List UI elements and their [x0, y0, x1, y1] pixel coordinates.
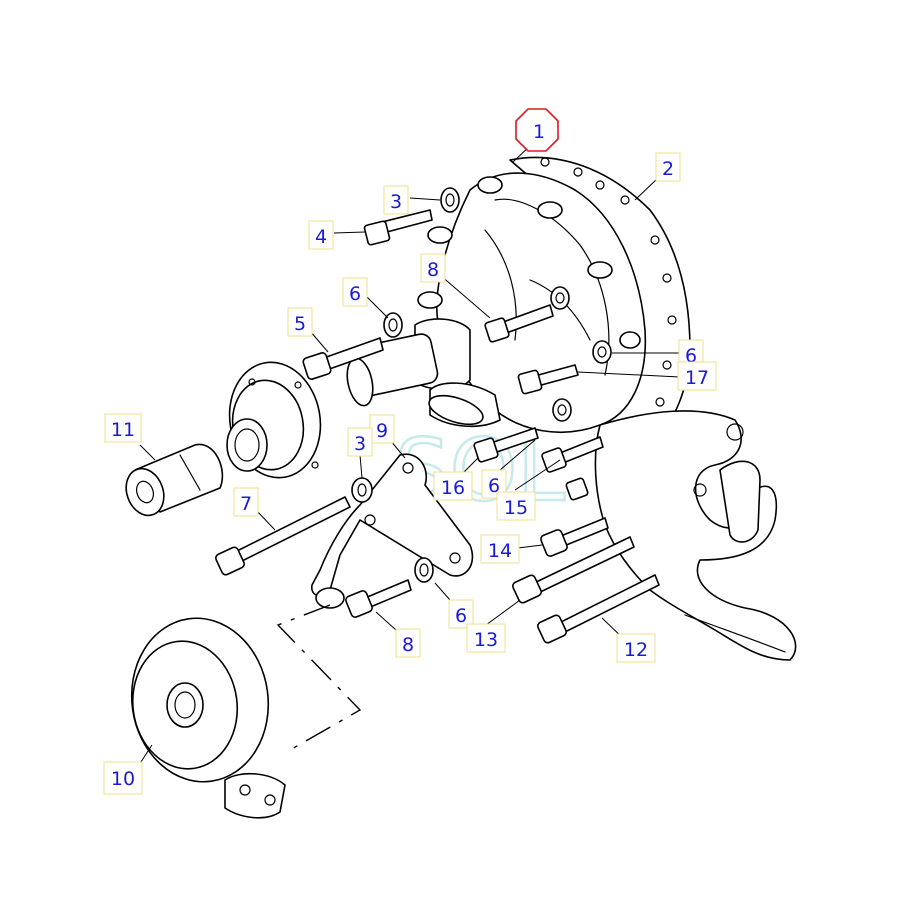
bolt-7	[214, 496, 351, 576]
callout-9[interactable]: 9	[369, 414, 395, 444]
drive-flange	[226, 361, 322, 479]
callout-2[interactable]: 2	[655, 152, 681, 182]
callout-8[interactable]: 8	[395, 628, 421, 658]
bolt-5	[302, 337, 384, 380]
callout-label: 8	[427, 259, 439, 281]
bolt-8-upper	[484, 304, 554, 343]
callout-label: 2	[662, 158, 674, 180]
washer-6-right	[550, 286, 612, 364]
stud-17	[517, 364, 579, 395]
water-pump-housing	[346, 172, 647, 433]
callout-label: 12	[624, 639, 648, 661]
callout-10[interactable]: 10	[103, 761, 143, 795]
callout-15[interactable]: 15	[496, 491, 536, 521]
callout-label: 15	[504, 497, 528, 519]
callout-1[interactable]: 1	[515, 108, 559, 152]
callout-17[interactable]: 17	[677, 361, 717, 391]
washer-3-lower	[351, 477, 373, 503]
bolt-8-lower	[345, 579, 412, 618]
fasteners	[214, 187, 660, 644]
callout-label: 13	[474, 629, 498, 651]
bolt-12	[536, 574, 660, 644]
callout-11[interactable]: 11	[104, 413, 142, 443]
callout-label: 9	[376, 420, 388, 442]
callout-5[interactable]: 5	[287, 307, 313, 337]
callout-label: 6	[455, 605, 467, 627]
callout-label: 3	[390, 191, 402, 213]
pulley	[130, 617, 286, 819]
callout-3[interactable]: 3	[347, 427, 373, 457]
callout-label: 4	[315, 226, 327, 248]
callout-3[interactable]: 3	[383, 185, 409, 215]
callout-label: 16	[441, 477, 465, 499]
centre-line	[276, 604, 362, 751]
callout-14[interactable]: 14	[480, 534, 520, 564]
callout-label: 5	[294, 313, 306, 335]
callout-6[interactable]: 6	[342, 277, 368, 307]
callout-7[interactable]: 7	[233, 487, 259, 517]
callout-label: 10	[111, 768, 135, 790]
callout-label: 8	[402, 634, 414, 656]
bolt-13	[511, 536, 635, 604]
callout-label: 7	[240, 493, 252, 515]
callout-label: 1	[533, 121, 545, 143]
washer-6-mid	[552, 398, 572, 422]
bolt-16	[473, 427, 539, 463]
callout-label: 11	[111, 419, 135, 441]
callout-16[interactable]: 16	[433, 471, 473, 501]
callout-4[interactable]: 4	[308, 220, 334, 250]
callout-label: 14	[488, 540, 512, 562]
hub-adaptor	[125, 443, 224, 517]
bracket	[310, 453, 474, 609]
washer-6-upper	[383, 312, 403, 338]
washer-6-lower	[414, 557, 434, 583]
callout-label: 17	[685, 367, 709, 389]
callouts: 1 2 3 4 8 6 5 6	[103, 108, 717, 795]
callout-12[interactable]: 12	[616, 633, 656, 663]
tensioner-bracket	[594, 410, 797, 661]
leader-lines	[136, 142, 681, 769]
washer-3-upper	[440, 187, 460, 213]
callout-6[interactable]: 6	[448, 599, 474, 629]
bolt-4	[363, 209, 433, 246]
bolt-14	[540, 517, 609, 557]
callout-label: 3	[354, 433, 366, 455]
callout-8[interactable]: 8	[420, 253, 446, 283]
callout-label: 6	[349, 283, 361, 305]
callout-13[interactable]: 13	[466, 623, 506, 653]
